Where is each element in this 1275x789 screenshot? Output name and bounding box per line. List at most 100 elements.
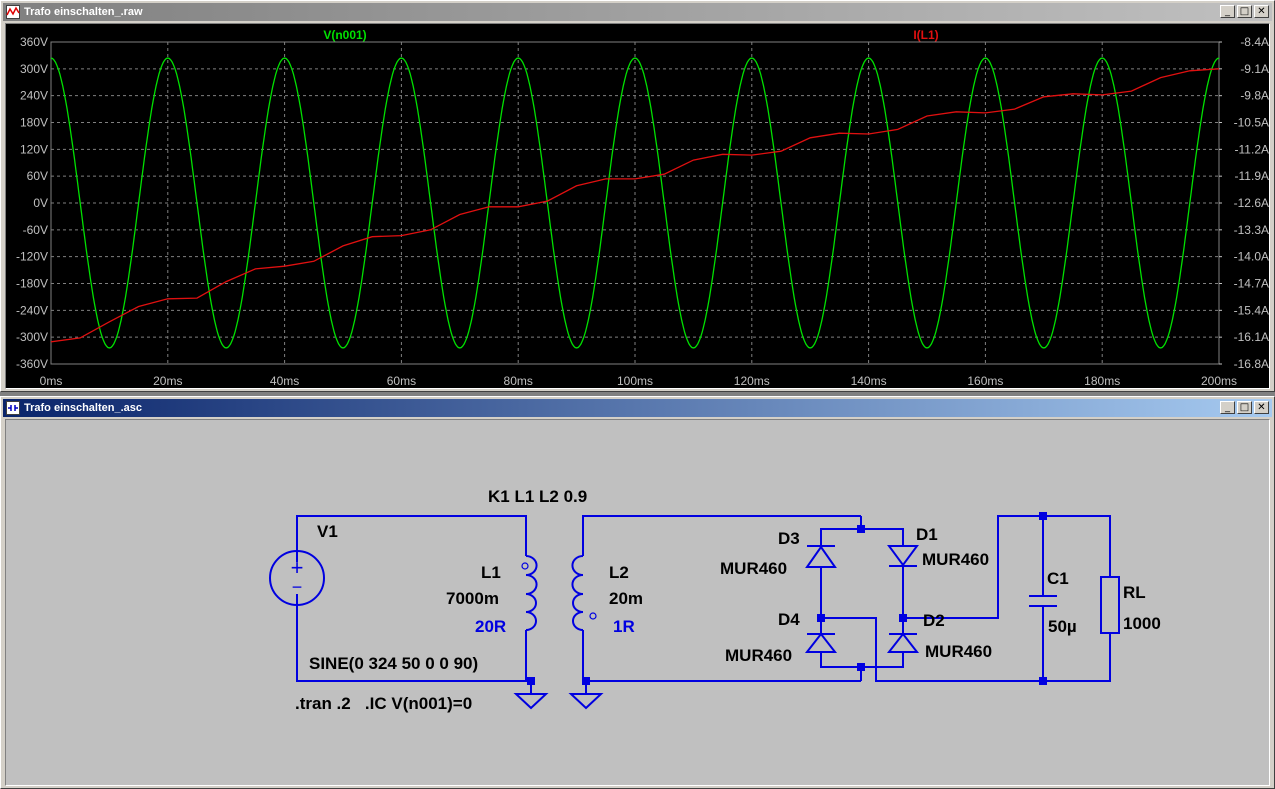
c1-capacitor[interactable] (1029, 595, 1057, 607)
trace-v-n001[interactable] (50, 57, 1220, 349)
y-right-tick-label: -10.5A (1234, 116, 1269, 130)
schematic-window-title: Trafo einschalten_.asc (24, 402, 142, 414)
x-tick-label: 120ms (734, 374, 770, 388)
waveform-titlebar[interactable]: Trafo einschalten_.raw _ □ ✕ (3, 3, 1272, 21)
rl-label[interactable]: RL (1123, 583, 1146, 602)
d3-label[interactable]: D3 (778, 529, 800, 548)
schematic-titlebar[interactable]: Trafo einschalten_.asc _ □ ✕ (3, 399, 1272, 417)
waveform-close-button[interactable]: ✕ (1254, 5, 1269, 18)
junction-dot (817, 614, 825, 622)
legend-i-l1[interactable]: I(L1) (913, 28, 938, 42)
ground-icon (513, 693, 549, 710)
x-tick-label: 0ms (40, 374, 63, 388)
c1-label[interactable]: C1 (1047, 569, 1069, 588)
schematic-window[interactable]: Trafo einschalten_.asc _ □ ✕ (0, 396, 1275, 789)
trace-i-l1[interactable] (50, 68, 1220, 343)
waveform-plot[interactable]: 360V300V240V180V120V60V0V-60V-120V-180V-… (6, 24, 1270, 389)
l1-label[interactable]: L1 (481, 563, 501, 582)
legend-v-n001[interactable]: V(n001) (323, 28, 366, 42)
coupling-directive[interactable]: K1 L1 L2 0.9 (488, 487, 587, 506)
y-right-tick-label: -16.1A (1234, 330, 1269, 344)
y-right-tick-label: -9.8A (1240, 89, 1269, 103)
junction-dot (857, 663, 865, 671)
x-tick-label: 20ms (153, 374, 182, 388)
y-right-tick-label: -11.9A (1235, 169, 1269, 183)
plot-grid (51, 42, 1219, 364)
l2-label[interactable]: L2 (609, 563, 629, 582)
l1-rser[interactable]: 20R (475, 617, 506, 636)
x-tick-label: 60ms (387, 374, 416, 388)
y-right-tick-label: -12.6A (1234, 196, 1269, 210)
l2-value[interactable]: 20m (609, 589, 643, 608)
d1-label[interactable]: D1 (916, 525, 938, 544)
wire-left-mid-cross[interactable] (821, 617, 1043, 682)
ground-icon (568, 693, 604, 710)
y-left-tick-label: 360V (20, 35, 48, 49)
y-left-tick-label: -360V (16, 357, 48, 371)
schematic-minimize-button[interactable]: _ (1220, 401, 1235, 414)
y-right-tick-label: -14.7A (1234, 277, 1269, 291)
y-right-tick-label: -16.8A (1234, 357, 1269, 371)
d3-model[interactable]: MUR460 (720, 559, 787, 578)
wire-v1-top[interactable] (296, 515, 527, 562)
rl-resistor[interactable] (1100, 576, 1120, 634)
d4-diode[interactable] (804, 618, 838, 653)
x-tick-label: 160ms (967, 374, 1003, 388)
l2-rser[interactable]: 1R (613, 617, 635, 636)
d2-diode[interactable] (886, 618, 920, 653)
y-left-tick-label: -240V (16, 303, 48, 317)
y-left-tick-label: 0V (33, 196, 48, 210)
d1-diode[interactable] (887, 545, 919, 582)
spice-directive[interactable]: .tran .2 .IC V(n001)=0 (295, 694, 472, 713)
v1-value[interactable]: SINE(0 324 50 0 0 90) (309, 654, 478, 673)
y-right-tick-label: -9.1A (1240, 62, 1269, 76)
y-left-tick-label: 300V (20, 62, 48, 76)
schematic-maximize-button[interactable]: □ (1237, 401, 1252, 414)
y-left-tick-label: 240V (20, 89, 48, 103)
schematic-canvas[interactable]: + − V1 SINE(0 324 50 0 0 90) L1 7000m 20… (5, 419, 1270, 786)
d4-label[interactable]: D4 (778, 610, 800, 629)
y-right-tick-label: -13.3A (1234, 223, 1269, 237)
y-left-tick-label: 180V (20, 116, 48, 130)
x-tick-label: 200ms (1201, 374, 1237, 388)
y-left-tick-label: -120V (16, 250, 48, 264)
y-left-tick-label: -180V (16, 277, 48, 291)
d3-diode[interactable] (805, 545, 837, 582)
v1-plus: + (291, 555, 304, 580)
wire-output-bottom[interactable] (1043, 633, 1111, 682)
junction-dot (1039, 677, 1047, 685)
d4-model[interactable]: MUR460 (725, 646, 792, 665)
d1-model[interactable]: MUR460 (922, 550, 989, 569)
l2-inductor[interactable] (571, 555, 597, 631)
x-tick-label: 40ms (270, 374, 299, 388)
x-tick-label: 80ms (504, 374, 533, 388)
v1-label[interactable]: V1 (317, 522, 338, 541)
junction-dot (527, 677, 535, 685)
y-left-tick-label: 60V (27, 169, 48, 183)
wire-output-top[interactable] (1043, 515, 1111, 577)
d2-model[interactable]: MUR460 (925, 642, 992, 661)
left-axis-labels: 360V300V240V180V120V60V0V-60V-120V-180V-… (16, 35, 48, 371)
l1-inductor[interactable] (521, 555, 538, 631)
schematic-window-icon (6, 401, 20, 415)
y-left-tick-label: 120V (20, 142, 48, 156)
wire-right-mid-out[interactable] (903, 515, 1043, 619)
wire-v1-bottom[interactable] (296, 594, 531, 682)
x-tick-label: 100ms (617, 374, 653, 388)
schematic-close-button[interactable]: ✕ (1254, 401, 1269, 414)
y-right-tick-label: -8.4A (1240, 35, 1269, 49)
c1-value[interactable]: 50µ (1048, 617, 1077, 636)
rl-value[interactable]: 1000 (1123, 614, 1161, 633)
junctions (527, 512, 1047, 685)
waveform-window[interactable]: Trafo einschalten_.raw _ □ ✕ 360V 300V 240… (0, 0, 1275, 392)
schematic-drawing[interactable]: + − V1 SINE(0 324 50 0 0 90) L1 7000m 20… (6, 420, 1270, 786)
waveform-window-icon (6, 5, 20, 19)
waveform-minimize-button[interactable]: _ (1220, 5, 1235, 18)
v1-source[interactable]: + − (269, 550, 325, 606)
l1-value[interactable]: 7000m (446, 589, 499, 608)
wire-l2-top[interactable] (582, 515, 861, 556)
waveform-maximize-button[interactable]: □ (1237, 5, 1252, 18)
d2-label[interactable]: D2 (923, 611, 945, 630)
